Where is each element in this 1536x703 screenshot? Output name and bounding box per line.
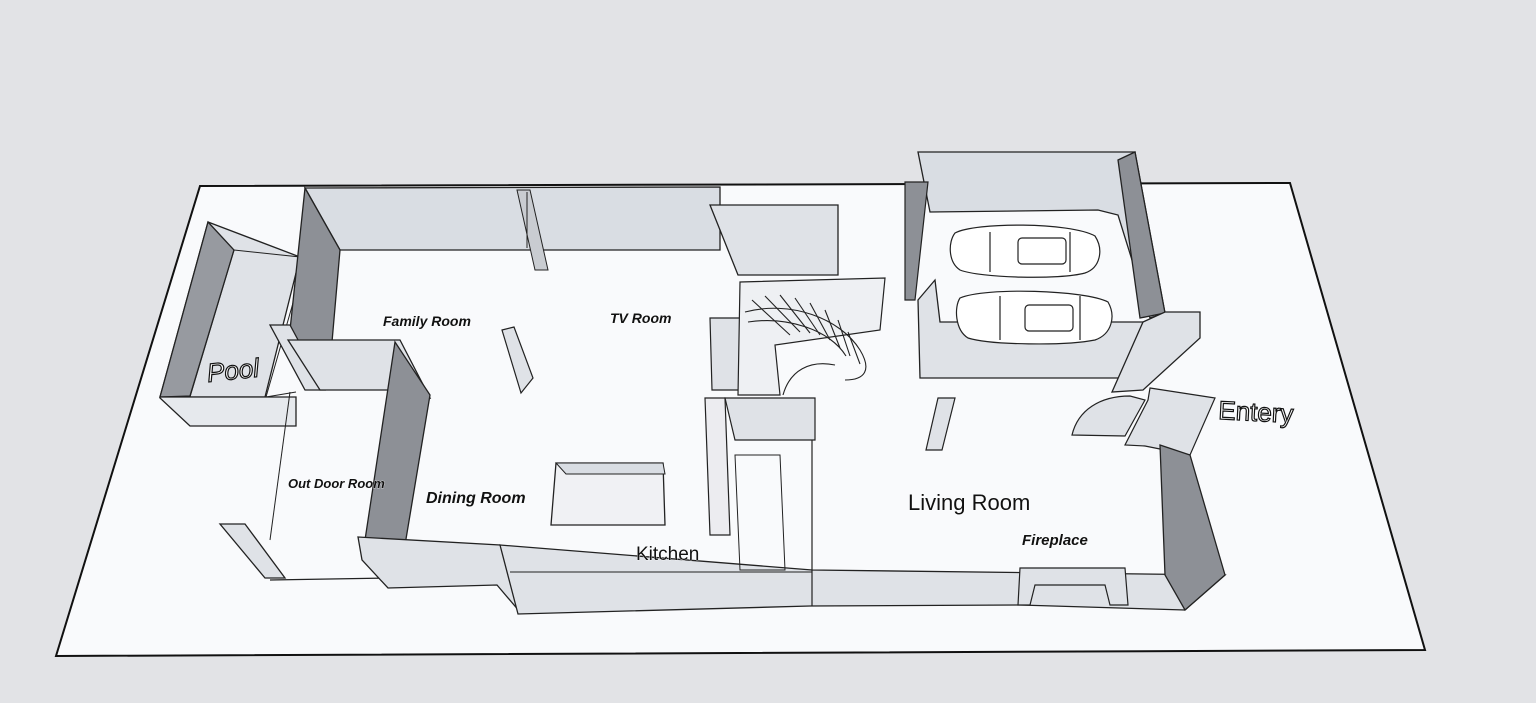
- car-icon: [949, 224, 1101, 278]
- entry-walls: [1071, 387, 1226, 612]
- label-pool: Pool: [205, 353, 261, 388]
- central-block: [709, 204, 886, 396]
- label-living-room: Living Room: [908, 490, 1030, 515]
- back-wall-family: [289, 185, 721, 390]
- label-kitchen: Kitchen: [636, 544, 699, 565]
- label-out-door-room: Out Door Room: [288, 476, 385, 491]
- label-fireplace: Fireplace: [1022, 532, 1088, 549]
- front-walls: [357, 400, 1227, 615]
- dining-table: [550, 462, 666, 526]
- kitchen-walls: [704, 397, 816, 571]
- living-room-pillar: [925, 397, 956, 451]
- spiral-staircase: [744, 294, 867, 396]
- family-room-pillar: [501, 326, 534, 395]
- outdoor-room-walls: [218, 324, 432, 581]
- label-family-room: Family Room: [383, 313, 471, 329]
- pool: [159, 220, 301, 427]
- car-icon: [955, 290, 1113, 345]
- label-tv-room: TV Room: [610, 310, 671, 326]
- label-entry: Entery: [1218, 395, 1295, 429]
- label-dining-room: Dining Room: [426, 490, 526, 507]
